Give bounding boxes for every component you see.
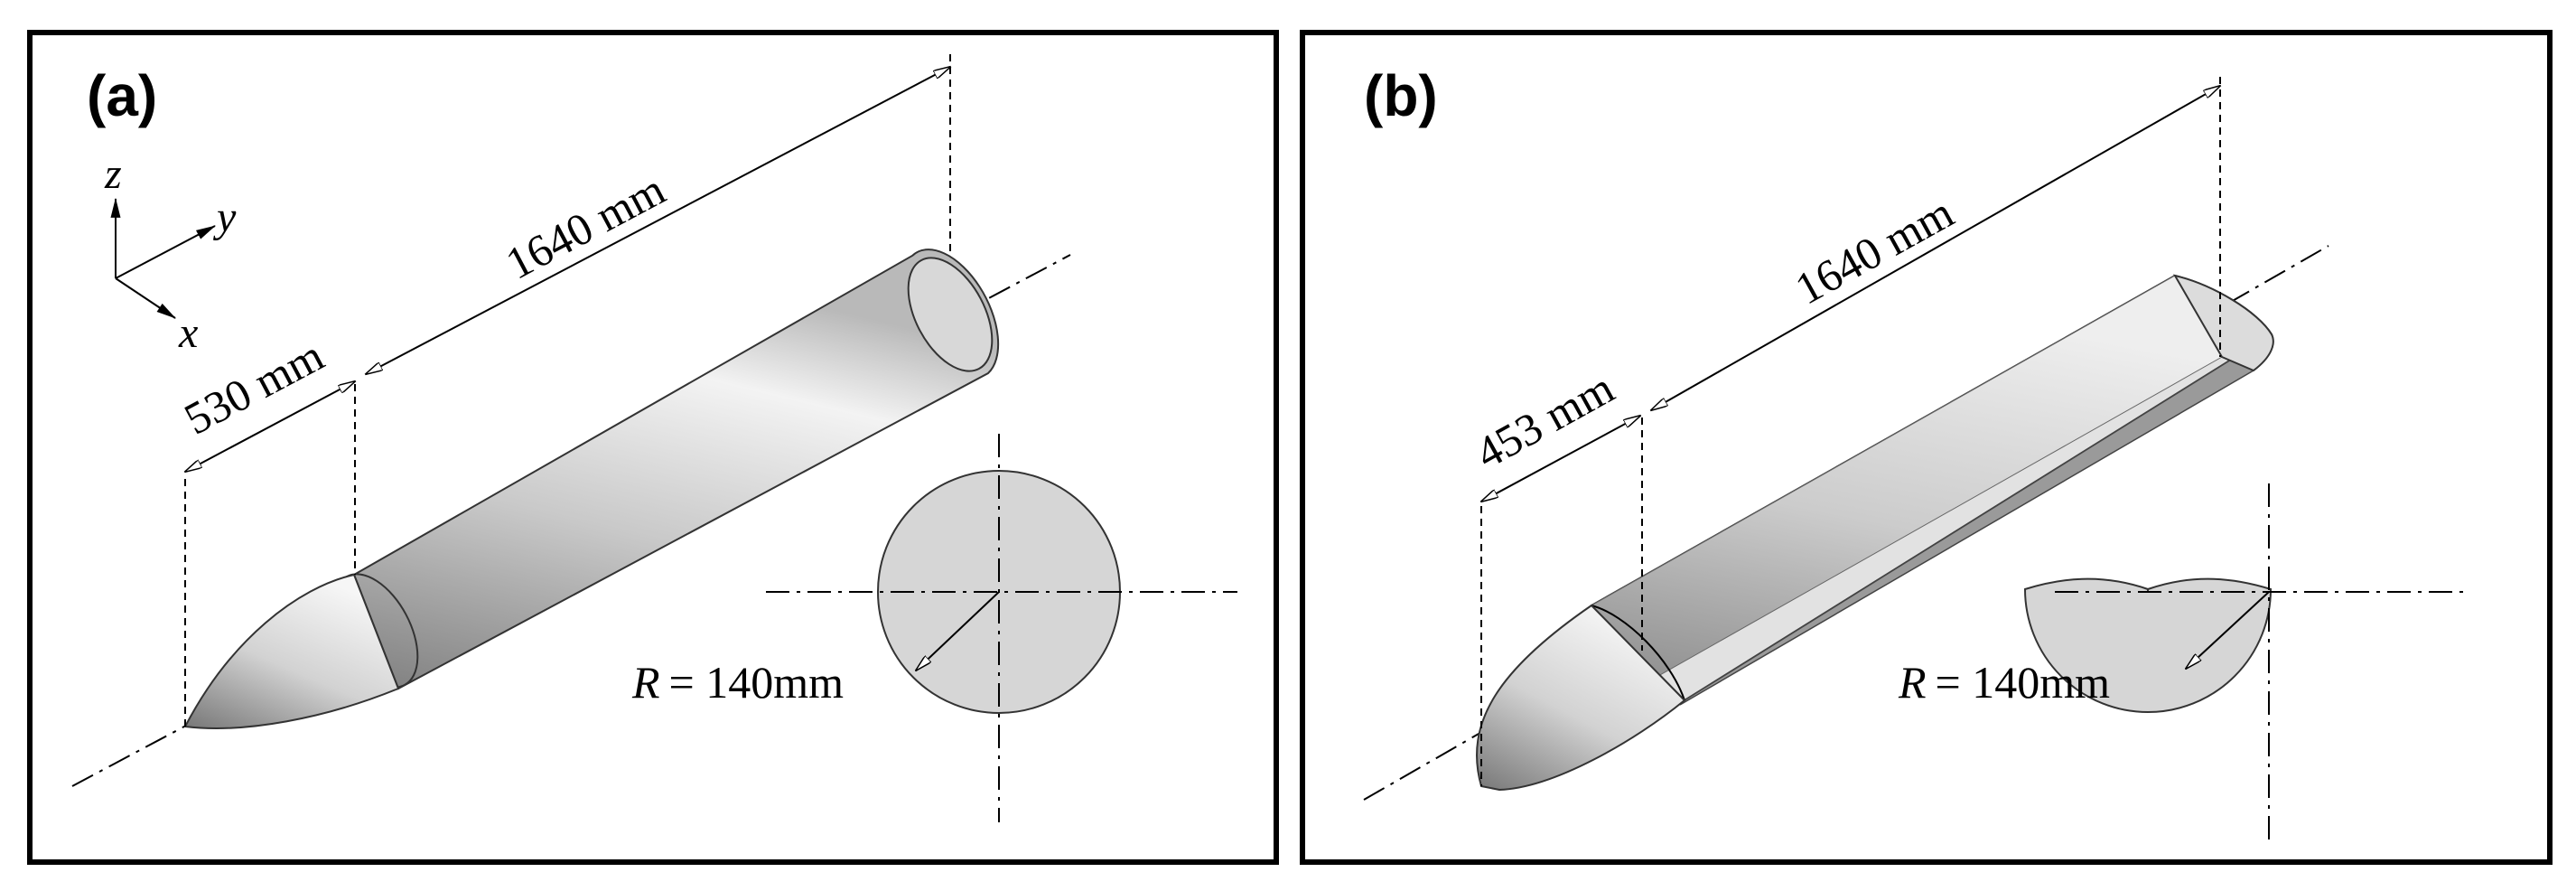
radius-arrow [2186, 591, 2270, 669]
x-axis-arrow [115, 277, 176, 319]
panel-b-label: (b) [1364, 63, 1438, 128]
panel-a: (a) z y x 530 mm 1640 mm [27, 30, 1279, 865]
y-axis-arrow [115, 225, 216, 279]
cross-section-half-circle [2023, 483, 2466, 840]
dimension-nose-arrow [185, 381, 355, 472]
x-axis-label: x [178, 309, 198, 357]
radius-label: R= 140mm [1898, 657, 2110, 708]
dimension-body-arrow [366, 67, 950, 374]
y-axis-label: y [212, 193, 237, 241]
panel-b: (b) 453 mm 1640 mm R= 140mm [1300, 30, 2553, 865]
panel-a-frame [27, 30, 1279, 865]
z-axis-label: z [104, 150, 122, 198]
dimension-nose-label: 453 mm [1467, 361, 1622, 478]
dimension-body-arrow [1651, 86, 2220, 410]
dimension-nose-label: 530 mm [176, 330, 331, 445]
radius-arrow [916, 591, 1000, 671]
panel-b-frame [1300, 30, 2553, 865]
dimension-nose-arrow [1481, 416, 1640, 502]
coordinate-axes: z y x [104, 150, 237, 357]
cross-section-circle [766, 434, 1237, 822]
radius-label: R= 140mm [631, 657, 844, 708]
dimension-body-label: 1640 mm [1787, 186, 1962, 314]
panel-a-label: (a) [87, 63, 157, 128]
